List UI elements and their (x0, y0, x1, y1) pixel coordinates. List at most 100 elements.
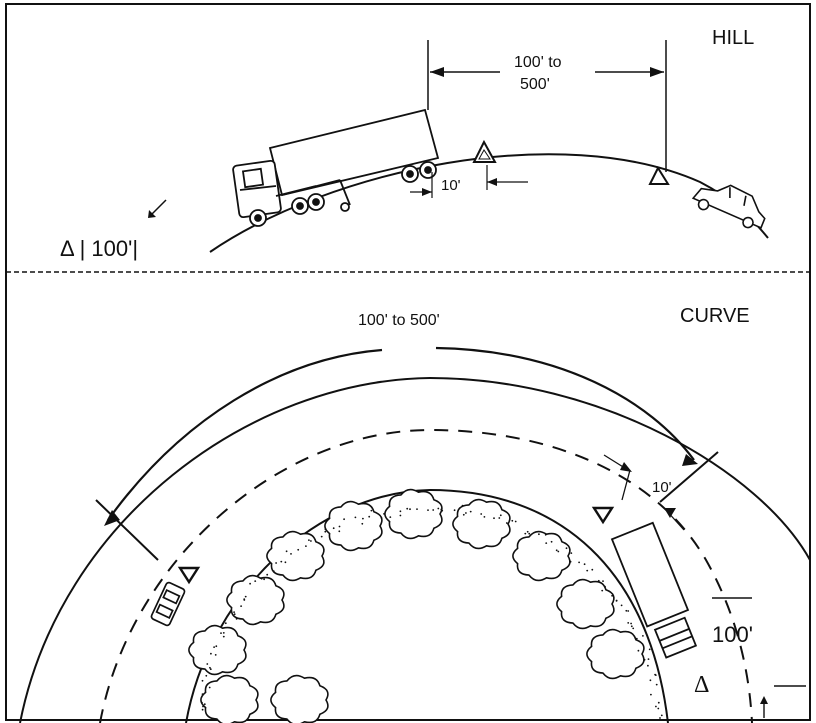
stipple-dot (297, 549, 299, 551)
hill-distance-label-line1: 100' to (514, 54, 562, 71)
stipple-dot (655, 706, 657, 708)
stipple-dot (570, 561, 572, 563)
stipple-dot (586, 570, 588, 572)
stipple-dot (234, 613, 236, 615)
stipple-dot (528, 533, 530, 535)
stipple-dot (470, 511, 472, 513)
curve-title: CURVE (680, 305, 750, 327)
stipple-dot (215, 645, 217, 647)
stipple-dot (245, 596, 247, 598)
stipple-dot (240, 605, 242, 607)
stipple-dot (463, 514, 465, 516)
stipple-dot (493, 517, 495, 519)
stipple-dot (578, 562, 580, 564)
stipple-dot (206, 663, 208, 665)
stipple-dot (611, 595, 613, 597)
stipple-dot (657, 708, 659, 710)
tree-icon (513, 532, 570, 581)
tree-icon (325, 502, 382, 551)
stipple-dot (601, 590, 603, 592)
stipple-dot (602, 580, 604, 582)
curve-distance-tick-left (96, 500, 158, 560)
stipple-dot (515, 521, 517, 523)
curve-warning-triangle-icon (594, 508, 612, 522)
curve-gap-tick (622, 470, 630, 500)
stipple-dot (409, 508, 411, 510)
tree-icon (189, 626, 246, 675)
stipple-dot (524, 533, 526, 535)
hill-gap-label: 10' (441, 177, 461, 194)
stipple-dot (215, 654, 217, 656)
hill-gap-arrowhead-right (487, 178, 497, 186)
stipple-dot (465, 512, 467, 514)
stipple-dot (557, 551, 559, 553)
stipple-dot (636, 638, 638, 640)
curve-warning-triangle-icon (180, 568, 198, 582)
stipple-dot (383, 513, 385, 515)
stipple-dot (642, 635, 644, 637)
stipple-dot (427, 509, 429, 511)
stipple-dot (454, 509, 456, 511)
stipple-dot (400, 510, 402, 512)
stipple-dot (627, 610, 629, 612)
stipple-dot (202, 709, 204, 711)
hill-gap-arrowhead-left (422, 188, 432, 196)
stipple-dot (310, 540, 312, 542)
stipple-dot (650, 679, 652, 681)
stipple-dot (661, 715, 663, 717)
stipple-dot (631, 625, 633, 627)
curve-panel: CURVE 100' to 500' 10' (20, 305, 810, 723)
tree-icon (453, 500, 510, 549)
stipple-dot (416, 508, 418, 510)
stipple-dot (254, 580, 256, 582)
stipple-dot (223, 636, 225, 638)
curve-gap-arrowhead-bottom (664, 508, 676, 518)
stipple-dot (644, 659, 646, 661)
hill-distance-left-arrowhead (430, 67, 444, 77)
stipple-dot (649, 649, 651, 651)
stipple-dot (263, 578, 265, 580)
stipple-dot (506, 522, 508, 524)
stipple-dot (324, 531, 326, 533)
stipple-dot (656, 684, 658, 686)
stipple-dot (625, 610, 627, 612)
stipple-dot (210, 653, 212, 655)
hill-distance-right-arrowhead (650, 67, 664, 77)
stipple-dot (204, 703, 206, 705)
hill-bottom-label: Δ | 100'| (60, 236, 138, 261)
stipple-dot (220, 632, 222, 634)
stipple-dot (616, 600, 618, 602)
stipple-dot (556, 549, 558, 551)
stipple-dot (604, 586, 606, 588)
stipple-dot (290, 553, 292, 555)
stipple-dot (280, 561, 282, 563)
curve-distance-label: 100' to 500' (358, 312, 440, 329)
stipple-dot (570, 552, 572, 554)
stipple-dot (621, 605, 623, 607)
stipple-dot (273, 570, 275, 572)
stipple-dot (545, 534, 547, 536)
stipple-dot (584, 563, 586, 565)
stipple-dot (325, 528, 327, 530)
stipple-dot (368, 516, 370, 518)
stipple-dot (285, 561, 287, 563)
stipple-dot (201, 702, 203, 704)
stipple-dot (659, 717, 661, 719)
stipple-dot (236, 618, 238, 620)
hill-title: HILL (712, 27, 754, 49)
stipple-dot (266, 574, 268, 576)
stipple-dot (202, 680, 204, 682)
tree-cluster (189, 490, 644, 723)
stipple-dot (381, 517, 383, 519)
stipple-dot (343, 518, 345, 520)
corner-arrowhead (760, 696, 768, 704)
stipple-dot (462, 505, 464, 507)
curve-distance-arrowhead-left (104, 510, 120, 526)
tree-icon (201, 676, 258, 723)
stipple-dot (223, 632, 225, 634)
stipple-dot (202, 706, 204, 708)
curve-truck-trailer (612, 523, 688, 627)
stipple-dot (630, 623, 632, 625)
stipple-dot (305, 545, 307, 547)
stipple-dot (500, 514, 502, 516)
